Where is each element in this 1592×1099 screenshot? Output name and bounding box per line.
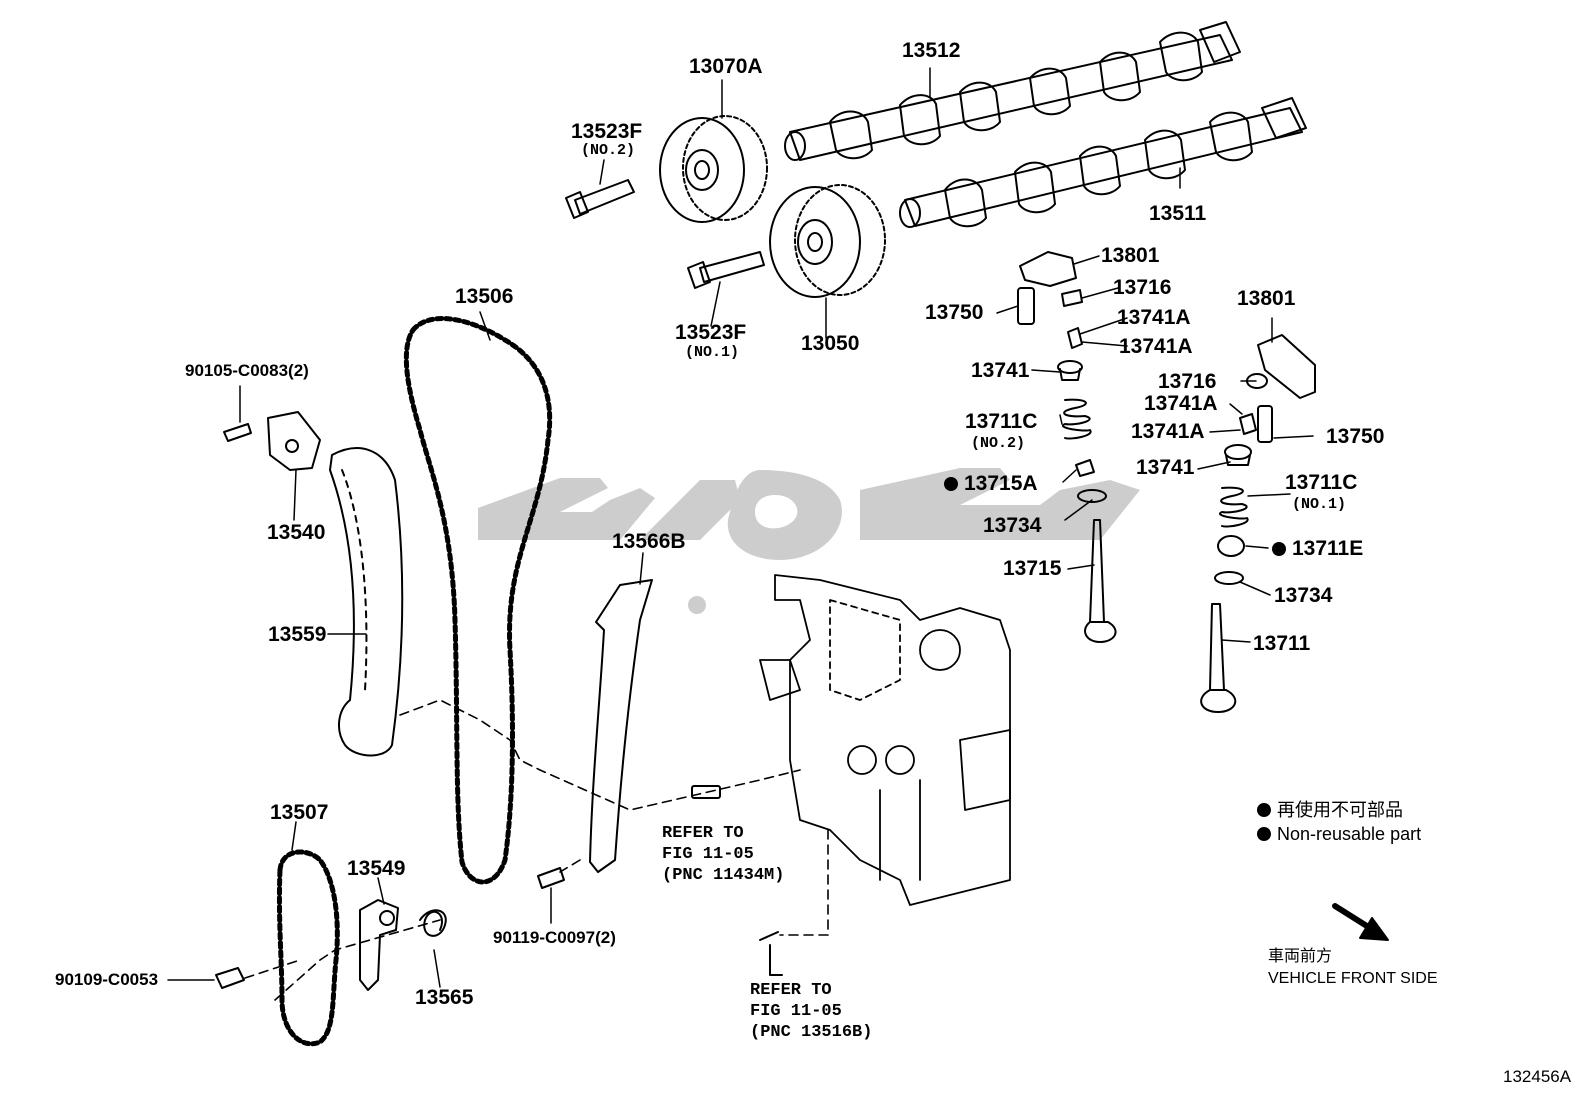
label-13540: 13540: [267, 521, 326, 544]
label-13523F-no1-note: (NO.1): [685, 344, 740, 361]
vehicle-front-jp: 車両前方: [1268, 948, 1333, 965]
vehicle-front-arrow-icon: [1332, 903, 1389, 941]
label-13506: 13506: [455, 285, 514, 308]
label-13711C-no1: 13711C: [1285, 471, 1358, 494]
label-13716-b: 13716: [1158, 370, 1217, 393]
leader-lines: [167, 67, 1314, 988]
spring-13565: [419, 909, 447, 937]
label-13750-b: 13750: [1326, 425, 1385, 448]
label-13711C-no2-note: (NO.2): [971, 435, 1026, 452]
legend-non-reusable-jp: 再使用不可部品: [1257, 801, 1403, 819]
valve-stem-seal-13715A: [1075, 459, 1095, 477]
engine-block: [759, 574, 1011, 906]
cam-timing-gear-13050: [769, 184, 886, 298]
bolt-13523F-no2: [565, 179, 635, 219]
retainer-13741-a: [1057, 360, 1083, 381]
label-13801-a: 13801: [1101, 244, 1160, 267]
label-13734-a: 13734: [983, 514, 1042, 537]
cam-timing-gear-13070A: [659, 115, 768, 223]
label-13566B: 13566B: [612, 530, 686, 553]
label-13511: 13511: [1149, 202, 1207, 225]
legend-non-reusable-en: Non-reusable part: [1257, 825, 1421, 843]
exhaust-valve-13715: [1084, 519, 1117, 643]
bolt-90105: [223, 423, 252, 442]
label-13715A-text: 13715A: [964, 472, 1038, 495]
watermark-logo: [478, 468, 1140, 614]
oil-pump-chain-13507: [276, 849, 340, 1047]
label-13070A: 13070A: [689, 55, 763, 78]
label-90105: 90105-C0083(2): [185, 361, 309, 380]
refer-to-fig-11-05-13516B[interactable]: REFER TO FIG 11-05 (PNC 13516B): [750, 981, 873, 1042]
valve-spring-13711C-no2: [1061, 398, 1092, 440]
camshaft-13512: [784, 21, 1241, 161]
label-13741-b: 13741: [1136, 456, 1195, 479]
label-13507: 13507: [270, 801, 329, 824]
label-13711E-text: 13711E: [1292, 537, 1364, 560]
legend-en-text: Non-reusable part: [1277, 824, 1422, 844]
refer-pins: [691, 785, 783, 976]
rocker-arm-13801-a: [1019, 251, 1077, 287]
intake-valve-13711: [1200, 603, 1237, 713]
lash-adjuster-13750-b: [1257, 405, 1273, 443]
label-13050: 13050: [801, 332, 860, 355]
timing-chain-13506: [403, 316, 553, 885]
tensioner-arm-13549: [359, 899, 399, 991]
rocker-arm-13801-b: [1257, 334, 1316, 399]
label-13559: 13559: [268, 623, 327, 646]
label-13741A-a1: 13741A: [1117, 306, 1191, 329]
label-13711E: 13711E: [1272, 538, 1363, 559]
label-13750-a: 13750: [925, 301, 984, 324]
label-13715: 13715: [1003, 557, 1062, 580]
non-reusable-dot-icon: [944, 477, 958, 491]
label-90119: 90119-C0097(2): [493, 928, 616, 947]
non-reusable-dot-icon: [1257, 827, 1271, 841]
bolt-90119: [537, 867, 565, 889]
spring-seat-13734-a: [1077, 489, 1107, 503]
cap-13716-a: [1061, 289, 1083, 307]
legend-jp-text: 再使用不可部品: [1277, 800, 1403, 820]
non-reusable-dot-icon: [1257, 803, 1271, 817]
label-13523F-no2-note: (NO.2): [581, 142, 636, 159]
label-13512: 13512: [902, 39, 961, 62]
label-13711: 13711: [1253, 632, 1311, 655]
keeper-13741A-a: [1067, 327, 1083, 349]
spring-seat-13734-b: [1214, 571, 1244, 585]
label-90109: 90109-C0053: [55, 970, 159, 989]
label-13741A-b1: 13741A: [1144, 392, 1218, 415]
label-13565: 13565: [415, 986, 474, 1009]
label-13523F-no1: 13523F: [675, 321, 747, 344]
chain-guide-13566B: [589, 579, 653, 873]
vehicle-front-en: VEHICLE FRONT SIDE: [1268, 970, 1438, 987]
chain-guide-13559: [329, 447, 404, 757]
valve-spring-13711C-no1: [1218, 486, 1249, 528]
valve-stem-seal-13711E: [1217, 535, 1245, 557]
bolt-13523F-no1: [687, 251, 765, 289]
refer-to-fig-11-05-11434M[interactable]: REFER TO FIG 11-05 (PNC 11434M): [662, 824, 785, 885]
label-13741A-b2: 13741A: [1131, 420, 1205, 443]
label-13711C-no1-note: (NO.1): [1292, 496, 1347, 513]
retainer-13741-b: [1224, 444, 1252, 466]
keeper-13741A-b: [1239, 413, 1257, 435]
label-13523F-no2: 13523F: [571, 120, 643, 143]
label-13734-b: 13734: [1274, 584, 1333, 607]
label-13549: 13549: [347, 857, 406, 880]
label-13801-b: 13801: [1237, 287, 1296, 310]
bolt-90109: [215, 967, 245, 989]
label-13715A: 13715A: [944, 473, 1038, 494]
figure-id: 132456A: [1503, 1067, 1572, 1086]
non-reusable-dot-icon: [1272, 542, 1286, 556]
chain-tensioner-13540: [267, 411, 321, 471]
label-13711C-no2: 13711C: [965, 410, 1038, 433]
label-13716-a: 13716: [1113, 276, 1172, 299]
label-13741-a: 13741: [971, 359, 1030, 382]
camshaft-13511: [899, 97, 1307, 228]
reference-lines: [244, 699, 829, 1001]
lash-adjuster-13750-a: [1017, 287, 1035, 325]
label-13741A-a2: 13741A: [1119, 335, 1193, 358]
